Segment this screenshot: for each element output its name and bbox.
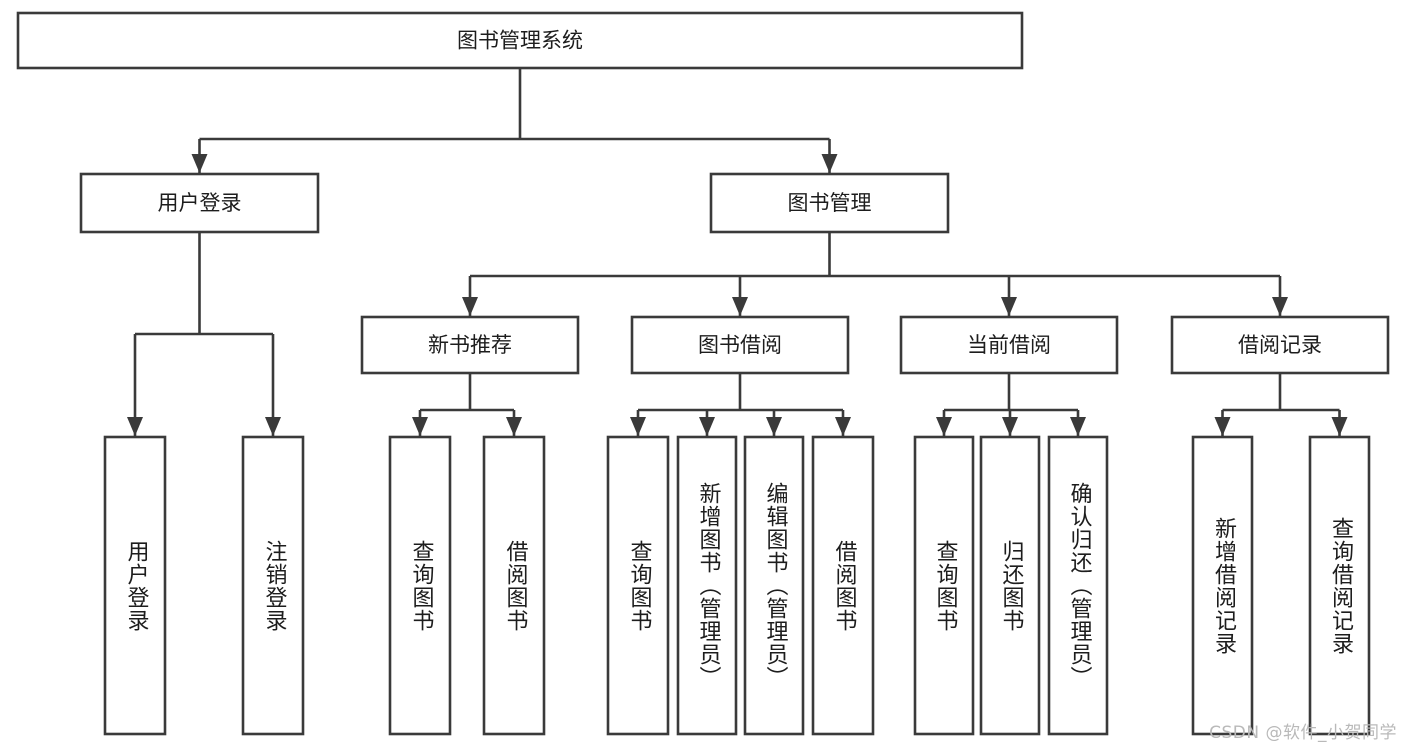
node-box-current-borrow[interactable] [899, 315, 1119, 375]
arrow-head-icon [1214, 417, 1231, 436]
watermark-credit: CSDN @软件_小贺同学 [1209, 723, 1397, 743]
node-box-leaf-confirm-return[interactable] [1047, 435, 1109, 736]
node-box-root[interactable] [16, 11, 1024, 70]
node-box-book-borrow[interactable] [630, 315, 850, 375]
arrow-head-icon [766, 417, 782, 436]
arrow-head-icon [1002, 417, 1018, 436]
node-label-root: 图书管理系统 [457, 29, 583, 53]
arrow-head-icon [732, 297, 748, 316]
node-box-new-book-recommend[interactable] [360, 315, 580, 375]
arrow-head-icon [412, 417, 428, 436]
node-label-current-borrow: 当前借阅 [967, 333, 1051, 357]
node-box-leaf-add-book[interactable] [676, 435, 738, 736]
node-box-leaf-borrow-book-2[interactable] [811, 435, 875, 736]
node-box-leaf-query-book-3[interactable] [913, 435, 975, 736]
node-box-leaf-query-book-1[interactable] [388, 435, 452, 736]
arrow-head-icon [1001, 297, 1017, 316]
node-box-leaf-edit-book[interactable] [743, 435, 805, 736]
node-box-leaf-user-login[interactable] [103, 435, 167, 736]
arrow-head-icon [127, 417, 143, 436]
arrow-head-icon [821, 154, 838, 173]
arrow-head-icon [191, 154, 208, 173]
node-box-leaf-logout-login[interactable] [241, 435, 305, 736]
node-label-new-book-recommend: 新书推荐 [428, 333, 512, 357]
node-box-leaf-query-book-2[interactable] [606, 435, 670, 736]
node-box-user-login[interactable] [79, 172, 320, 234]
node-label-book-manage: 图书管理 [788, 191, 872, 215]
arrow-head-icon [699, 417, 715, 436]
node-label-book-borrow: 图书借阅 [698, 333, 782, 357]
arrow-head-icon [506, 417, 522, 436]
node-box-borrow-record[interactable] [1170, 315, 1390, 375]
arrow-head-icon [630, 417, 646, 436]
node-box-leaf-add-record[interactable] [1191, 435, 1254, 736]
node-box-leaf-borrow-book-1[interactable] [482, 435, 546, 736]
arrow-head-icon [1331, 417, 1348, 436]
arrow-head-icon [265, 417, 281, 436]
node-label-borrow-record: 借阅记录 [1238, 333, 1322, 357]
node-box-book-manage[interactable] [709, 172, 950, 234]
arrow-head-icon [936, 417, 952, 436]
node-box-leaf-return-book[interactable] [979, 435, 1041, 736]
node-box-leaf-query-record[interactable] [1308, 435, 1371, 736]
node-box-layer [16, 11, 1390, 736]
node-label-user-login: 用户登录 [158, 191, 242, 215]
arrow-head-icon [835, 417, 851, 436]
arrow-head-icon [1070, 417, 1086, 436]
arrow-head-icon [462, 297, 478, 316]
connector-layer [127, 68, 1348, 436]
arrow-head-icon [1272, 297, 1288, 316]
